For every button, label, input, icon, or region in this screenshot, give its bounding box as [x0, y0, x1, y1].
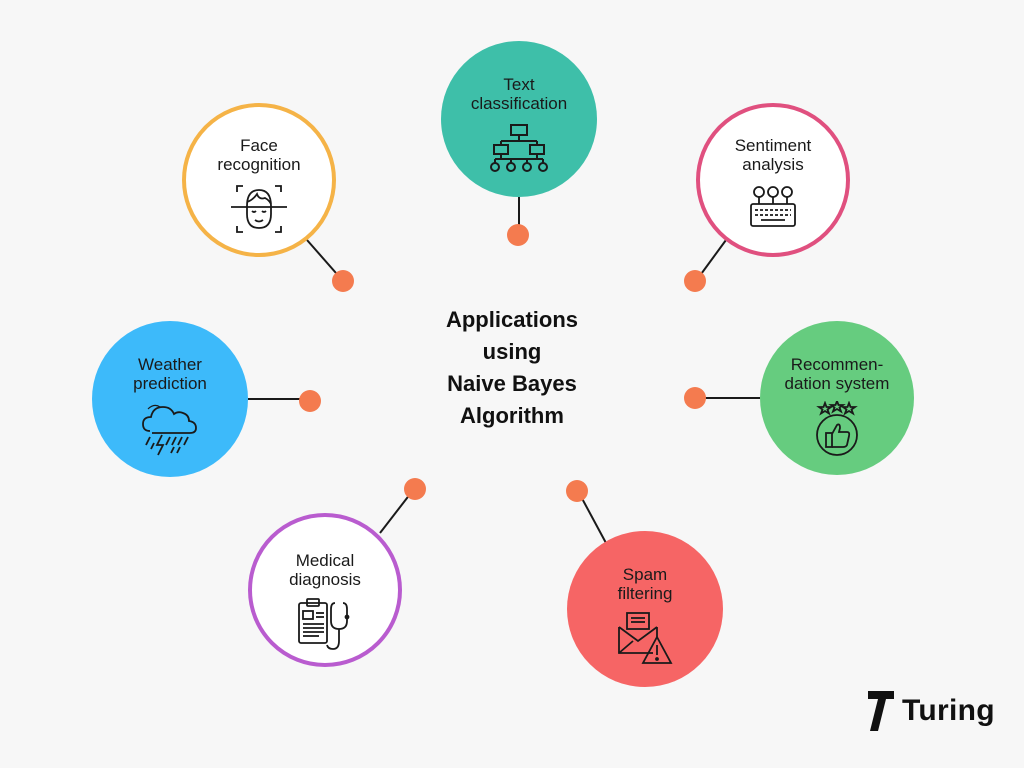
connector-dot-weather-prediction	[299, 390, 321, 412]
connector-dot-medical-diagnosis	[404, 478, 426, 500]
center-title: Applications using Naive Bayes Algorithm	[445, 307, 578, 428]
node-face-recognition: Face recognition	[182, 103, 336, 257]
connector-dot-text-classification	[507, 224, 529, 246]
node-text-classification: Text classification	[441, 41, 597, 197]
brand-name: Turing	[902, 694, 995, 727]
thumbs-up-stars-icon	[807, 398, 867, 457]
hierarchy-icon	[489, 121, 549, 177]
node-spam-filtering: Spam filtering	[567, 531, 723, 687]
node-medical-diagnosis: Medical diagnosis	[248, 513, 402, 667]
connector-dot-recommendation-system	[684, 387, 706, 409]
node-label: Recommen- dation system	[784, 355, 890, 393]
storm-cloud-icon	[140, 401, 200, 457]
node-label: Spam filtering	[617, 565, 673, 603]
connector-dot-spam-filtering	[566, 480, 588, 502]
node-label: Sentiment analysis	[734, 136, 812, 174]
node-recommendation-system: Recommen- dation system	[760, 321, 914, 475]
face-scan-icon	[229, 182, 289, 238]
turing-logo-icon	[866, 689, 896, 733]
keyboard-emoji-icon	[743, 182, 803, 238]
node-label: Text classification	[470, 75, 568, 113]
node-label: Medical diagnosis	[289, 551, 361, 589]
connector-dot-sentiment-analysis	[684, 270, 706, 292]
node-weather-prediction: Weather prediction	[92, 321, 248, 477]
node-sentiment-analysis: Sentiment analysis	[696, 103, 850, 257]
envelope-warning-icon	[615, 611, 675, 667]
node-label: Weather prediction	[133, 355, 207, 393]
clipboard-stethoscope-icon	[295, 597, 355, 653]
turing-logo: Turing	[866, 688, 995, 734]
node-label: Face recognition	[217, 136, 301, 174]
connector-dot-face-recognition	[332, 270, 354, 292]
